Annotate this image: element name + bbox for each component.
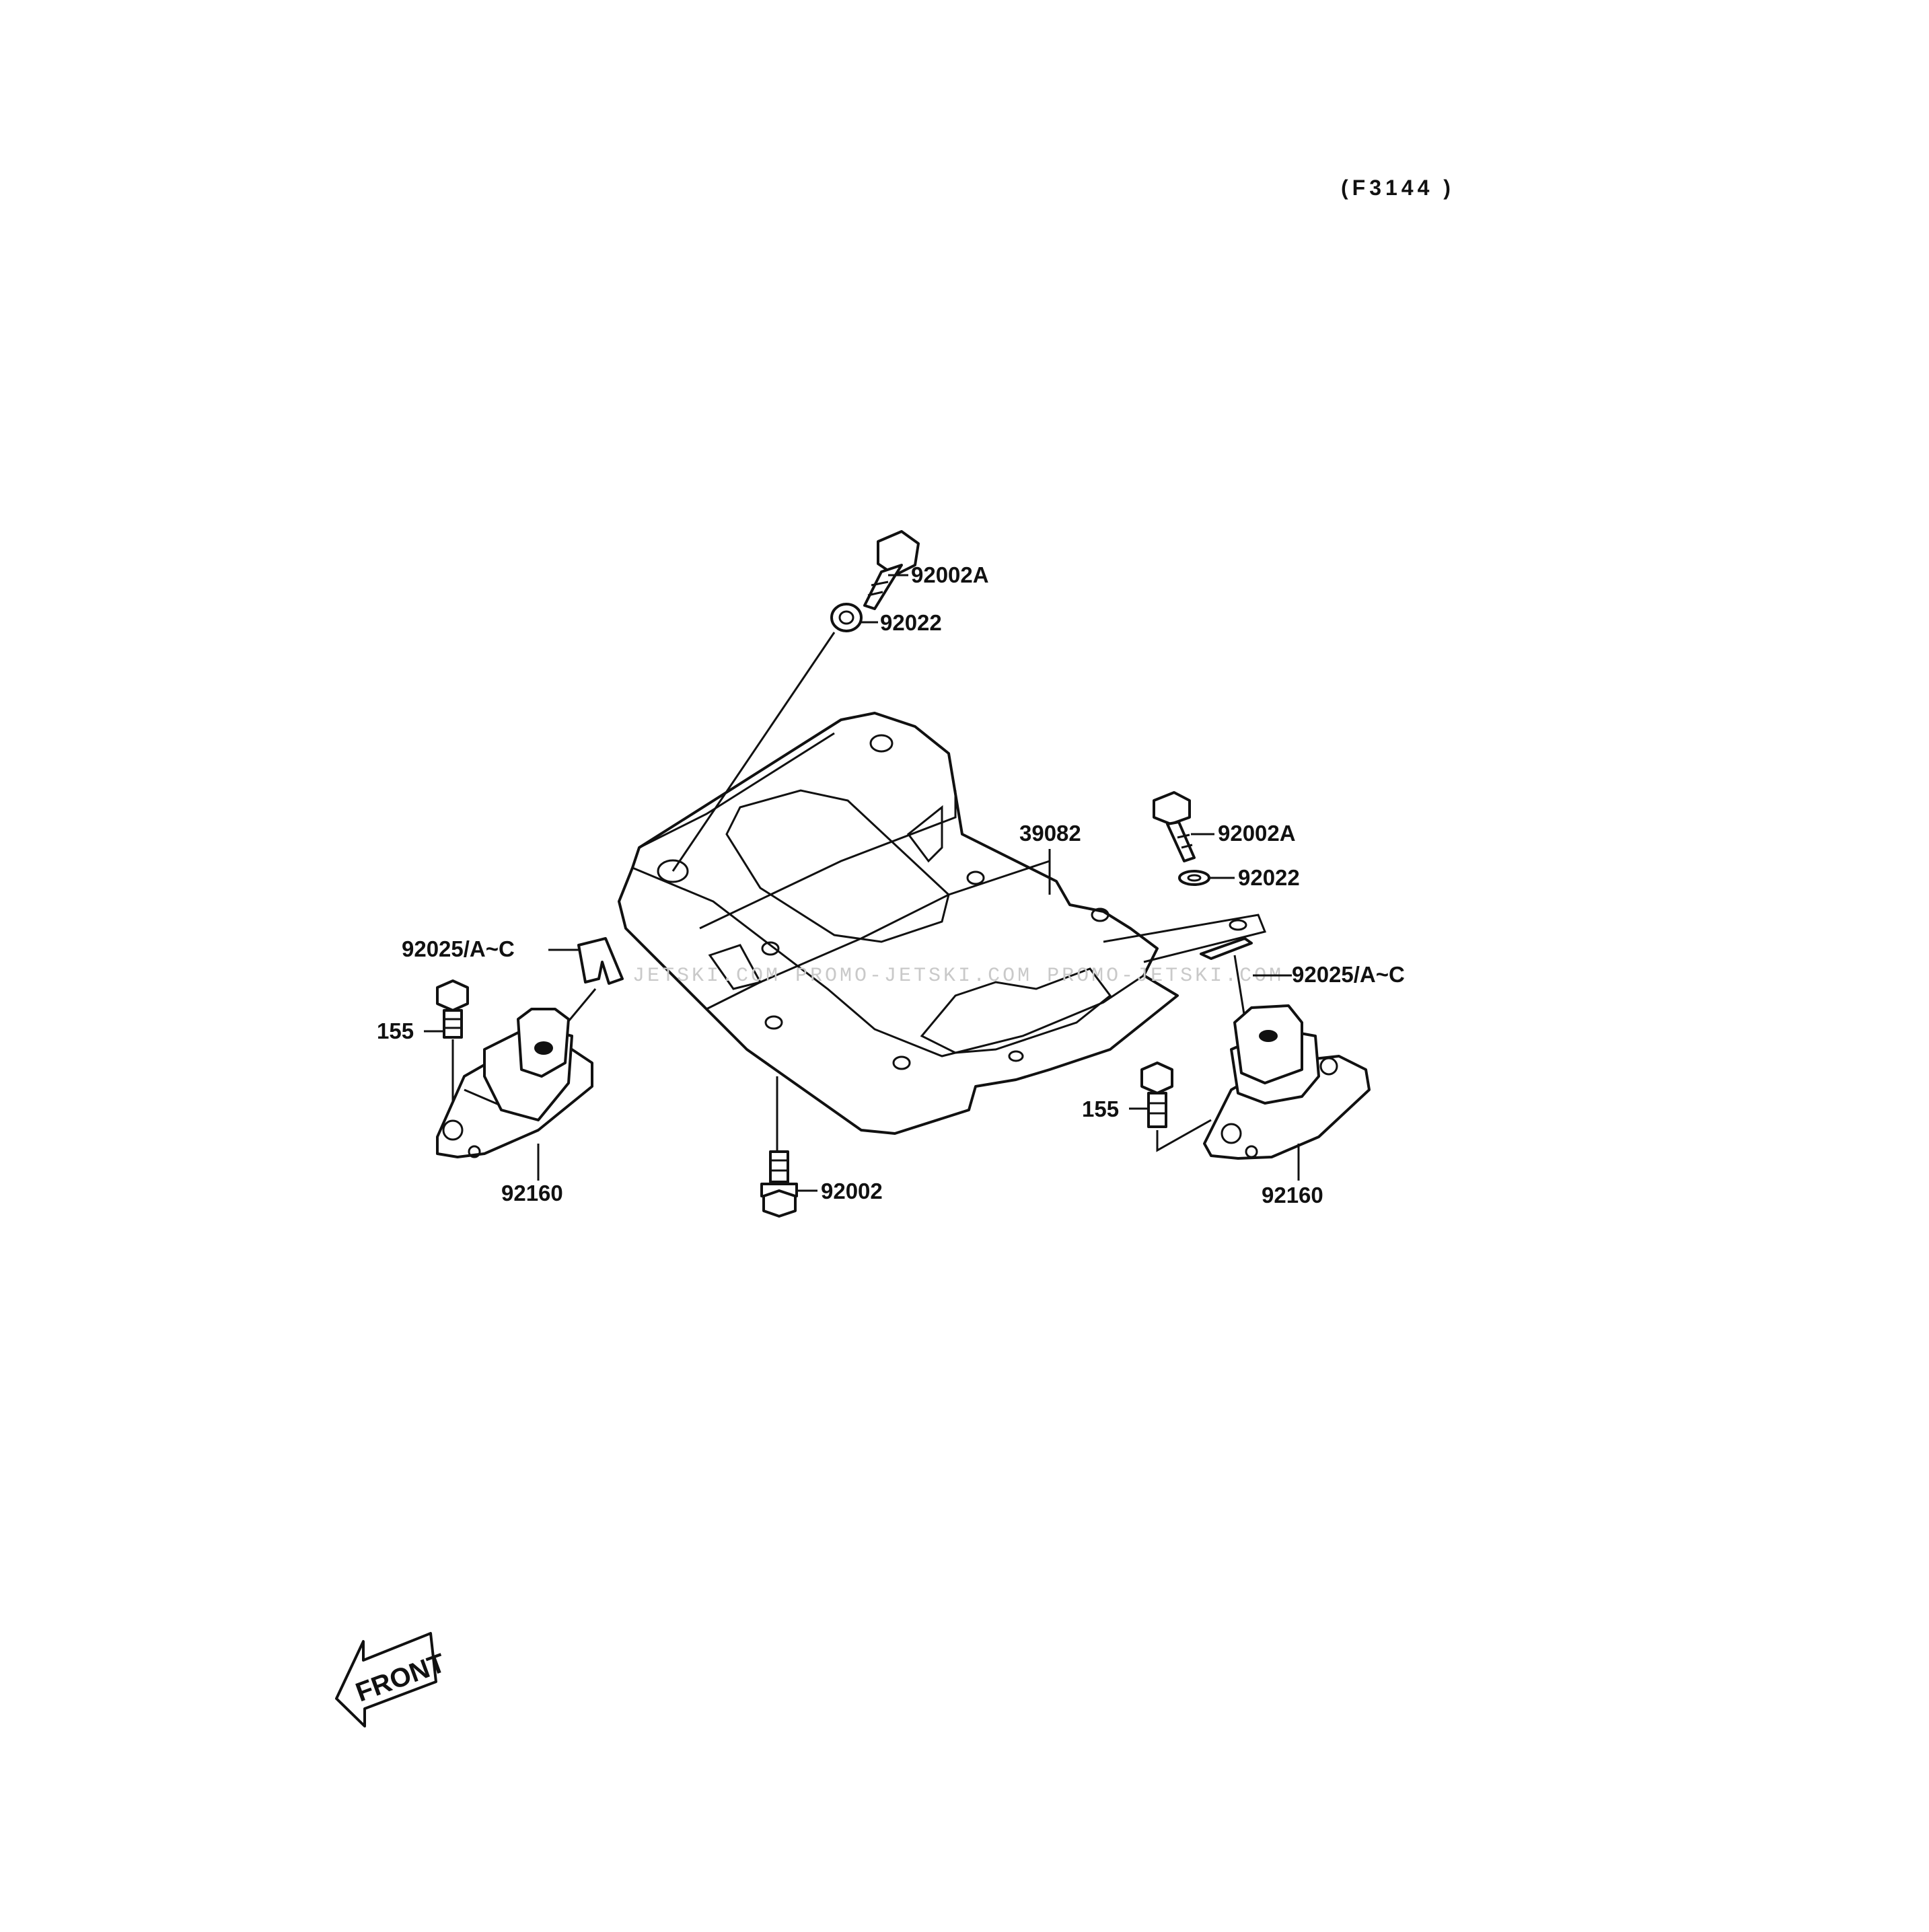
label-bolt-bottom: 92002 xyxy=(821,1179,883,1203)
label-bolt-right: 92002A xyxy=(1218,821,1296,846)
label-washer-right: 92022 xyxy=(1238,865,1300,890)
bolt-top xyxy=(863,530,920,610)
shim-right xyxy=(1200,937,1253,960)
figure-code: (F3144 ) xyxy=(1341,176,1455,200)
label-bolt-top: 92002A xyxy=(911,562,989,587)
label-plate: 39082 xyxy=(1019,821,1081,846)
engine-mount-plate xyxy=(618,712,1267,1135)
bolt-right xyxy=(1153,791,1196,862)
label-shim-left: 92025/A~C xyxy=(402,936,515,961)
label-screw-right: 155 xyxy=(1082,1097,1119,1121)
label-screw-left: 155 xyxy=(377,1018,414,1043)
label-mount-right: 92160 xyxy=(1262,1183,1323,1208)
shim-left xyxy=(577,937,624,985)
mount-right xyxy=(1203,1004,1371,1160)
washer-right xyxy=(1178,870,1210,886)
watermark: JETSKI.COM PROMO-JETSKI.COM PROMO-JETSKI… xyxy=(632,965,1284,988)
mount-left xyxy=(436,1008,593,1158)
front-arrow: FRONT xyxy=(335,1632,449,1727)
screw-left xyxy=(436,979,469,1039)
bolt-bottom xyxy=(760,1150,798,1218)
screw-right xyxy=(1140,1062,1173,1128)
label-washer-top: 92022 xyxy=(880,610,942,635)
label-mount-left: 92160 xyxy=(501,1181,563,1205)
label-shim-right: 92025/A~C xyxy=(1292,962,1405,987)
washer-top xyxy=(830,603,863,632)
